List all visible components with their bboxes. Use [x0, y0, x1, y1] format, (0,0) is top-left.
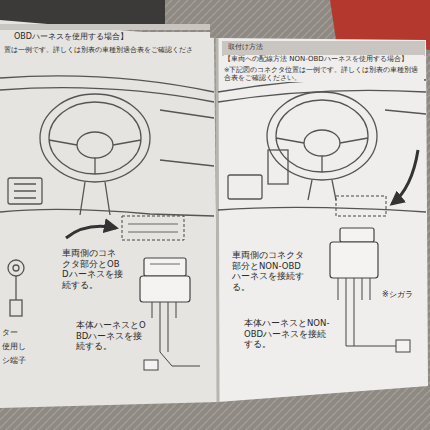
manual-text: シ端子	[2, 356, 32, 366]
non-obd-plug	[330, 228, 378, 278]
right-page	[218, 38, 428, 402]
manual-text: ※下記図のコネクタ位置は一例です。詳しくは別表の車種別適合表をご確認ください。	[224, 66, 424, 82]
obd-plug	[140, 258, 190, 302]
manual-text: 本体ハーネスとOBDハーネスを接続する。	[76, 320, 146, 352]
manual-text: 使用し	[2, 342, 32, 352]
manual-text: ※シガラ	[382, 290, 424, 300]
curved-arrow	[392, 150, 418, 204]
header-band: 取付け方法	[222, 41, 425, 56]
harness-wires	[144, 302, 200, 370]
dark-object	[0, 0, 165, 24]
manual-text: 【車両への配線方法 NON-OBDハーネスを使用する場合】	[224, 55, 424, 64]
left-dashboard	[0, 76, 214, 316]
right-dashboard	[218, 79, 426, 213]
left-band	[0, 24, 210, 30]
socket-pins	[128, 224, 178, 232]
manual-text: OBDハーネスを使用する場合】	[14, 32, 210, 42]
manual-text: 車両側のコネクタ部分とNON-OBDハーネスを接続する。	[232, 250, 304, 293]
manual-text: ター	[2, 328, 32, 338]
manual-text: 置は一例です。詳しくは別表の車種別適合表をご確認くださ	[4, 46, 210, 55]
non-obd-socket	[336, 196, 386, 216]
curved-arrow	[66, 226, 116, 238]
spine	[217, 38, 218, 402]
left-page	[0, 20, 218, 408]
obd-socket	[122, 216, 184, 240]
manual-text: 本体ハーネスとNON-OBDハーネスを接続する。	[244, 318, 330, 350]
manual-text: 車両側のコネクタ部分とOBDハーネスを接続する。	[62, 248, 124, 291]
section-heading: 取付け方法	[222, 41, 425, 53]
